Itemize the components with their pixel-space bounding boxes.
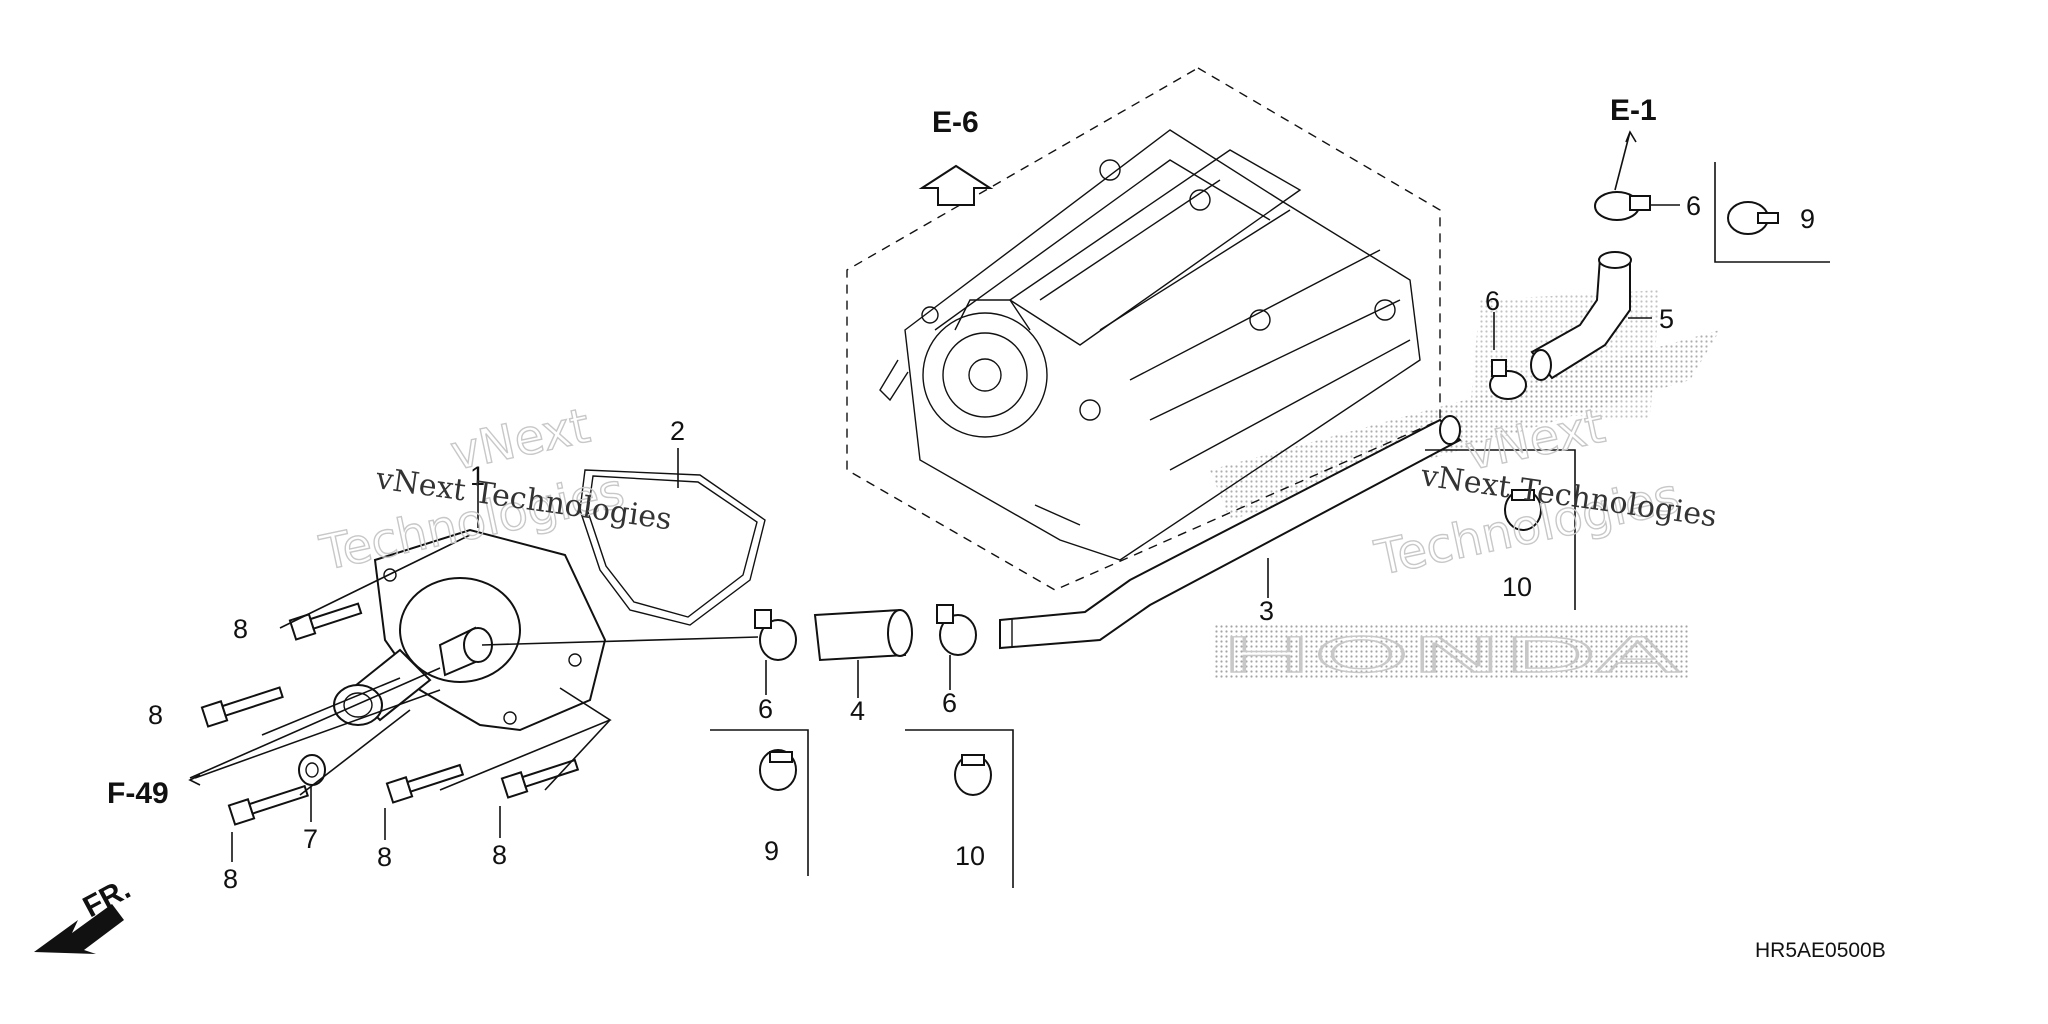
watermark-text: vNext bbox=[446, 398, 595, 482]
part-number-labels: 1 2 3 4 5 6 6 6 6 7 8 8 8 8 8 9 9 10 10 bbox=[148, 191, 1815, 894]
leader-lines bbox=[188, 130, 1680, 862]
part-label: 5 bbox=[1659, 304, 1674, 334]
part-label: 7 bbox=[303, 824, 318, 854]
bolts bbox=[200, 602, 580, 826]
engine-dashed-outline bbox=[846, 67, 1441, 591]
short-hose bbox=[813, 608, 913, 662]
ref-e6: E-6 bbox=[932, 106, 979, 139]
part-label: 6 bbox=[1686, 191, 1701, 221]
part-label: 9 bbox=[1800, 204, 1815, 234]
part-label: 6 bbox=[942, 688, 957, 718]
part-label: 3 bbox=[1259, 596, 1274, 626]
part-label: 9 bbox=[764, 836, 779, 866]
gasket bbox=[579, 469, 766, 626]
part-label: 8 bbox=[223, 864, 238, 894]
engine-block bbox=[879, 129, 1421, 561]
watermark-honda: HONDA bbox=[1220, 628, 1680, 684]
part-label: 6 bbox=[758, 694, 773, 724]
washer bbox=[298, 754, 326, 786]
spring-clamps bbox=[759, 201, 1779, 796]
part-label: 4 bbox=[850, 696, 865, 726]
arrow-up-icon bbox=[918, 164, 994, 206]
drawing-code: HR5AE0500B bbox=[1755, 939, 1886, 962]
clamps bbox=[754, 191, 1651, 661]
part-label: 8 bbox=[148, 700, 163, 730]
part-label: 1 bbox=[470, 461, 485, 491]
part-label: 10 bbox=[955, 841, 985, 871]
part-label: 8 bbox=[377, 842, 392, 872]
part-label: 8 bbox=[233, 614, 248, 644]
part-label: 8 bbox=[492, 840, 507, 870]
front-label: FR. bbox=[78, 872, 136, 924]
front-arrow-icon bbox=[34, 904, 124, 954]
ref-f49: F-49 bbox=[107, 777, 169, 810]
ref-e1: E-1 bbox=[1610, 94, 1657, 127]
part-label: 6 bbox=[1485, 286, 1500, 316]
bracket-lines bbox=[710, 162, 1830, 888]
curved-hose bbox=[1530, 251, 1632, 381]
part-label: 2 bbox=[670, 416, 685, 446]
long-pipe bbox=[999, 415, 1462, 650]
water-pump-cover bbox=[333, 528, 607, 732]
part-label: 10 bbox=[1502, 572, 1532, 602]
